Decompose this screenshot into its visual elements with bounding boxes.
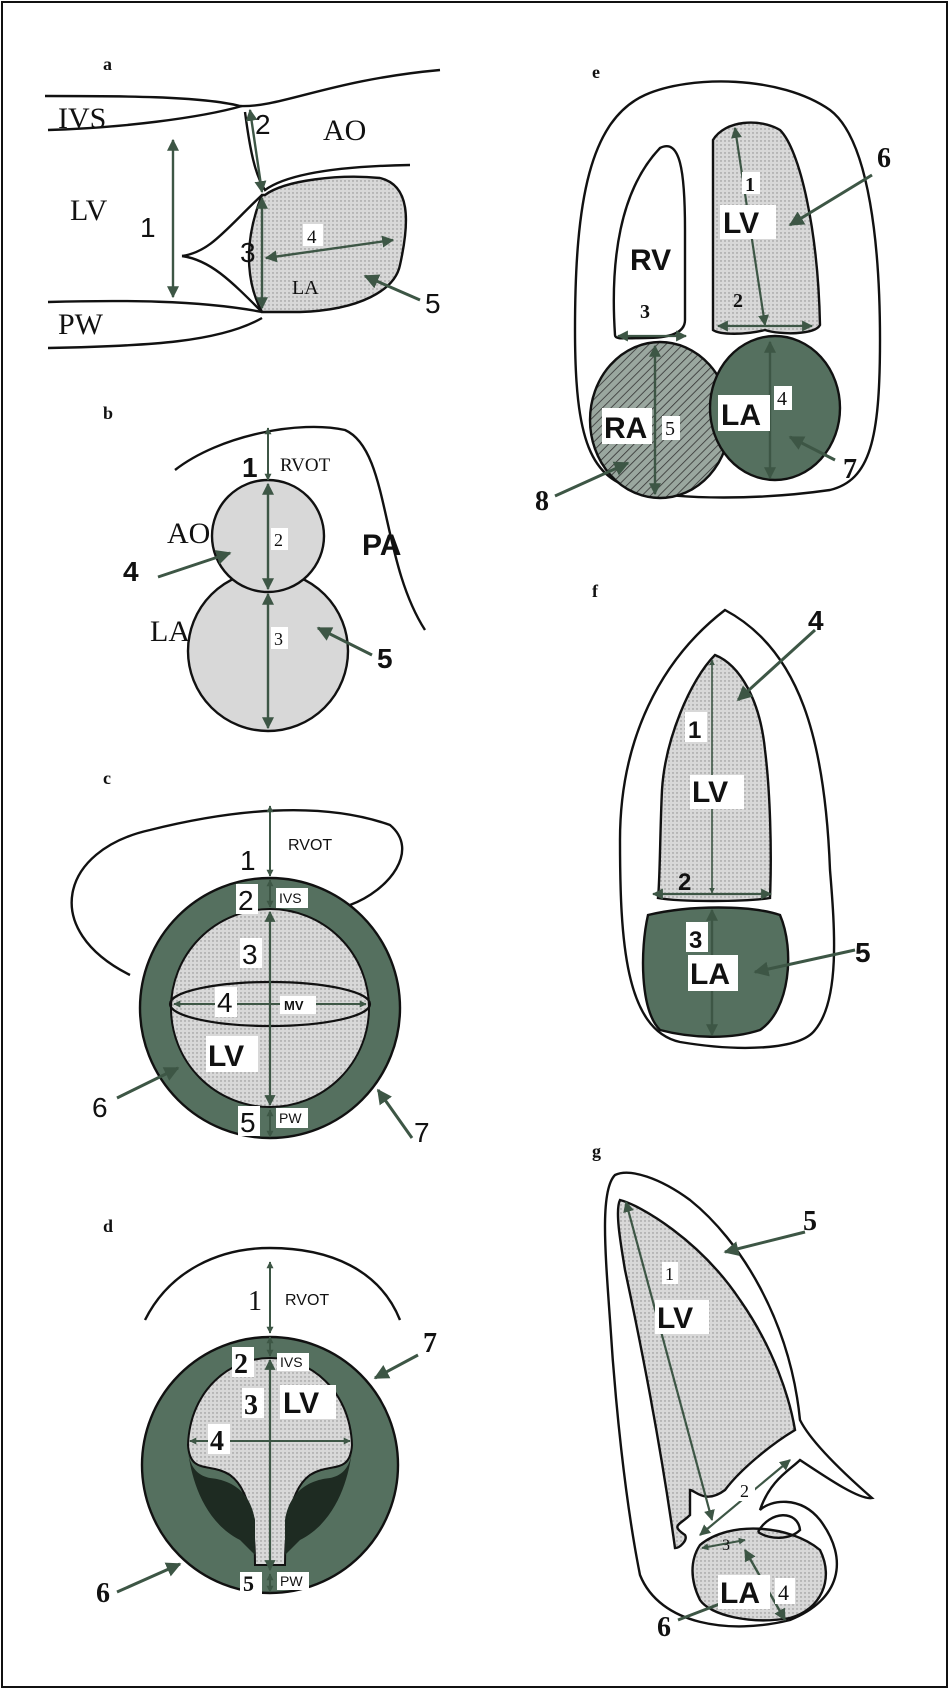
label-la: LA [690,958,730,991]
label-mv: MV [284,998,304,1013]
number-2: 2 [678,869,691,896]
number-4: 4 [808,605,824,636]
number-2: 2 [274,530,283,550]
number-1: 1 [242,452,258,483]
number-7: 7 [843,454,857,485]
left-atrium-shape-a [249,177,406,312]
pointer-arrow-6 [117,1564,180,1592]
number-6: 6 [877,143,891,174]
label-lv: LV [723,207,759,240]
label-pw: PW [58,308,104,341]
number-3: 3 [244,1390,258,1421]
number-5: 5 [855,937,871,968]
rvot-arc [145,1248,400,1320]
number-4: 4 [778,1580,789,1605]
panel-d-letter: d [103,1216,113,1236]
label-lv: LV [657,1302,693,1335]
panel-d: d RVOT IVS LV PW 1 2 3 4 5 6 7 [96,1216,437,1609]
number-6: 6 [92,1092,108,1123]
number-3: 3 [274,629,283,649]
number-2: 2 [238,885,254,916]
number-1: 1 [688,717,701,744]
label-lv: LV [70,194,108,227]
panel-a-letter: a [103,54,112,74]
number-5: 5 [377,643,393,674]
panel-a: a IVS LV AO LA PW 1 2 3 4 5 [45,54,441,348]
number-4: 4 [307,227,317,248]
label-lv: LV [283,1387,319,1420]
number-2: 2 [234,1349,248,1380]
pointer-arrow-7 [375,1355,418,1378]
label-pw: PW [279,1110,302,1126]
number-3: 3 [640,301,650,323]
label-ra: RA [604,412,647,445]
label-la: LA [150,615,190,648]
label-ivs: IVS [58,102,106,135]
label-pw: PW [280,1573,303,1589]
label-rvot: RVOT [288,837,332,854]
number-4: 4 [210,1426,224,1457]
number-3: 3 [722,1537,730,1554]
number-5: 5 [425,288,441,319]
panel-e: e RV LV RA LA 1 2 3 4 5 6 7 8 [535,62,891,517]
label-rvot: RVOT [285,1292,329,1309]
number-5: 5 [240,1107,256,1138]
number-7: 7 [414,1117,430,1148]
label-lv: LV [692,776,728,809]
label-rv: RV [630,244,671,277]
number-2: 2 [255,109,271,140]
panel-c-letter: c [103,768,111,788]
number-3: 3 [240,237,256,268]
number-3: 3 [242,939,258,970]
label-ao: AO [167,517,210,550]
panel-g-letter: g [592,1141,601,1161]
panel-f-letter: f [592,581,599,601]
number-6: 6 [657,1612,671,1643]
number-2: 2 [740,1481,749,1501]
label-la: LA [721,399,761,432]
number-4: 4 [123,556,139,587]
number-7: 7 [423,1328,437,1359]
number-8: 8 [535,486,549,517]
label-ivs: IVS [279,890,302,906]
label-la: LA [720,1577,760,1610]
label-pa: PA [362,529,401,562]
label-lv: LV [208,1040,244,1073]
label-ivs: IVS [280,1354,303,1370]
label-rvot: RVOT [280,455,331,476]
number-1: 1 [248,1286,262,1317]
number-1: 1 [240,845,256,876]
panel-b: b RVOT AO PA LA 1 2 4 3 5 [103,403,425,731]
pointer-arrow-5 [725,1232,805,1252]
number-3: 3 [689,927,702,954]
number-5: 5 [803,1206,817,1237]
number-4: 4 [217,987,233,1018]
panel-g: g LV LA 1 2 3 4 5 6 [592,1141,872,1643]
panel-e-letter: e [592,62,600,82]
number-2: 2 [733,290,743,312]
label-ao: AO [323,114,366,147]
number-1: 1 [140,212,156,243]
ivs-top-wall [45,70,440,106]
pointer-arrow-4 [738,630,815,700]
number-1: 1 [665,1264,674,1284]
panel-f: f LV LA 1 2 3 4 5 [592,581,871,1048]
number-4: 4 [777,388,787,410]
number-5: 5 [665,418,675,440]
label-la: LA [292,277,319,299]
number-1: 1 [745,174,755,196]
number-6: 6 [96,1578,110,1609]
number-5: 5 [243,1571,254,1596]
panel-c: c RVOT IVS MV LV PW 1 2 3 4 5 6 7 [72,768,430,1148]
panel-b-letter: b [103,403,113,423]
pointer-arrow-7 [378,1090,412,1138]
